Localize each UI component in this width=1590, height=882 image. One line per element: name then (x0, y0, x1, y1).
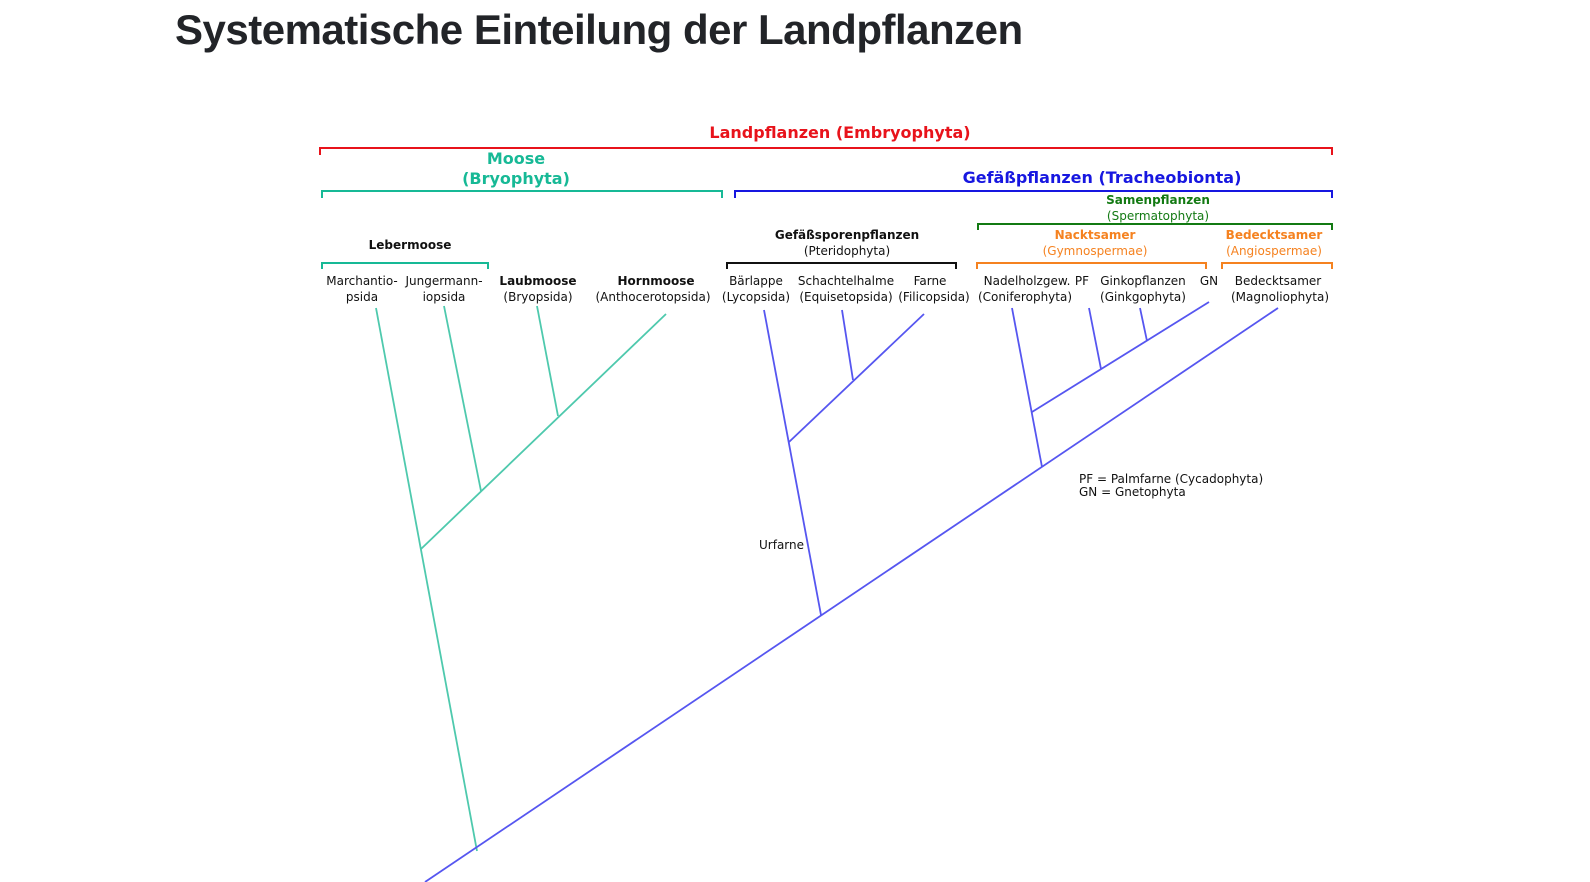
taxon-jungermanniopsida-line2: iopsida (423, 290, 466, 304)
taxon-schachtelhalme: Schachtelhalme (798, 274, 894, 288)
page-title: Systematische Einteilung der Landpflanze… (175, 6, 1023, 53)
taxon-nadelholzgewaechse-latin: (Coniferophyta) (978, 290, 1072, 304)
angiospermae-group: Bedecktsamer (Angiospermae) (1221, 228, 1333, 269)
branch-gn-stem (1031, 301, 1210, 413)
abbreviation-legend: PF = Palmfarne (Cycadophyta) GN = Gnetop… (1079, 472, 1263, 499)
branch-main-stem (424, 307, 1279, 882)
spermatophyta-group: Samenpflanzen (Spermatophyta) (977, 193, 1333, 230)
taxon-pf: PF (1075, 274, 1089, 288)
taxon-hornmoose: Hornmoose (617, 274, 694, 288)
gymnospermae-group: Nacktsamer (Gymnospermae) (976, 228, 1207, 269)
branch-schachtelhalme (841, 309, 854, 381)
pteridophyta-group: Gefäßsporenpflanzen (Pteridophyta) (726, 228, 957, 269)
lebermoose-label: Lebermoose (369, 238, 452, 252)
taxon-marchantiopsida: Marchantio- (326, 274, 397, 288)
branch-laubmoose (536, 305, 559, 417)
gymnospermae-bracket (976, 262, 1207, 269)
urfarne-node-label: Urfarne (759, 538, 804, 552)
taxon-marchantiopsida-line2: psida (346, 290, 378, 304)
lebermoose-group: Lebermoose (321, 238, 489, 269)
taxon-laubmoose: Laubmoose (499, 274, 576, 288)
vascular-tree-branches (424, 301, 1279, 882)
angiospermae-latin-label: (Angiospermae) (1226, 244, 1322, 258)
taxon-ginkopflanzen: Ginkopflanzen (1100, 274, 1186, 288)
spermatophyta-label: Samenpflanzen (1106, 193, 1210, 207)
taxon-schachtelhalme-latin: (Equisetopsida) (799, 290, 892, 304)
taxon-ginkopflanzen-latin: (Ginkgophyta) (1100, 290, 1186, 304)
taxon-farne: Farne (914, 274, 947, 288)
taxon-laubmoose-latin: (Bryopsida) (503, 290, 572, 304)
legend-pf: PF = Palmfarne (Cycadophyta) (1079, 472, 1263, 486)
tracheobionta-label: Gefäßpflanzen (Tracheobionta) (963, 168, 1242, 187)
taxon-gn: GN (1200, 274, 1218, 288)
spermatophyta-latin-label: (Spermatophyta) (1107, 209, 1209, 223)
moose-label: Moose (487, 149, 545, 168)
pteridophyta-label: Gefäßsporenpflanzen (775, 228, 919, 242)
taxon-baerlappe-latin: (Lycopsida) (722, 290, 790, 304)
branch-marchantiopsida (375, 307, 478, 852)
tracheobionta-group: Gefäßpflanzen (Tracheobionta) (734, 168, 1333, 198)
spermatophyta-bracket (977, 223, 1333, 230)
pteridophyta-bracket (726, 262, 957, 269)
angiospermae-bracket (1221, 262, 1333, 269)
gymnospermae-latin-label: (Gymnospermae) (1043, 244, 1148, 258)
branch-farne-stem (788, 313, 925, 443)
moose-bracket (321, 190, 723, 198)
embryophyta-group: Landpflanzen (Embryophyta) (319, 123, 1333, 155)
pteridophyta-latin-label: (Pteridophyta) (804, 244, 890, 258)
taxon-bedecktsamer: Bedecktsamer (1235, 274, 1322, 288)
branch-baerlappe (763, 309, 822, 616)
branch-nadelholz (1011, 307, 1043, 468)
branch-jungermanniopsida (443, 305, 482, 492)
lebermoose-bracket (321, 262, 489, 269)
taxon-farne-latin: (Filicopsida) (898, 290, 970, 304)
branch-hornmoose-stem (420, 313, 667, 550)
embryophyta-bracket (319, 147, 1333, 155)
angiospermae-label: Bedecktsamer (1226, 228, 1323, 242)
taxon-jungermanniopsida: Jungermann- (404, 274, 482, 288)
taxon-labels: Marchantio- psida Jungermann- iopsida La… (326, 274, 1329, 304)
taxon-bedecktsamer-latin: (Magnoliophyta) (1231, 290, 1329, 304)
moose-group: Moose (Bryophyta) (321, 149, 723, 198)
legend-gn: GN = Gnetophyta (1079, 485, 1186, 499)
gymnospermae-label: Nacktsamer (1055, 228, 1136, 242)
moose-latin-label: (Bryophyta) (462, 169, 570, 188)
moss-tree-branches (375, 305, 667, 852)
taxon-hornmoose-latin: (Anthocerotopsida) (595, 290, 710, 304)
embryophyta-label: Landpflanzen (Embryophyta) (709, 123, 970, 142)
taxon-nadelholzgewaechse: Nadelholzgew. (984, 274, 1071, 288)
branch-pf (1088, 307, 1102, 370)
taxon-baerlappe: Bärlappe (729, 274, 783, 288)
branch-ginko (1139, 307, 1148, 342)
tracheobionta-bracket (734, 190, 1333, 198)
